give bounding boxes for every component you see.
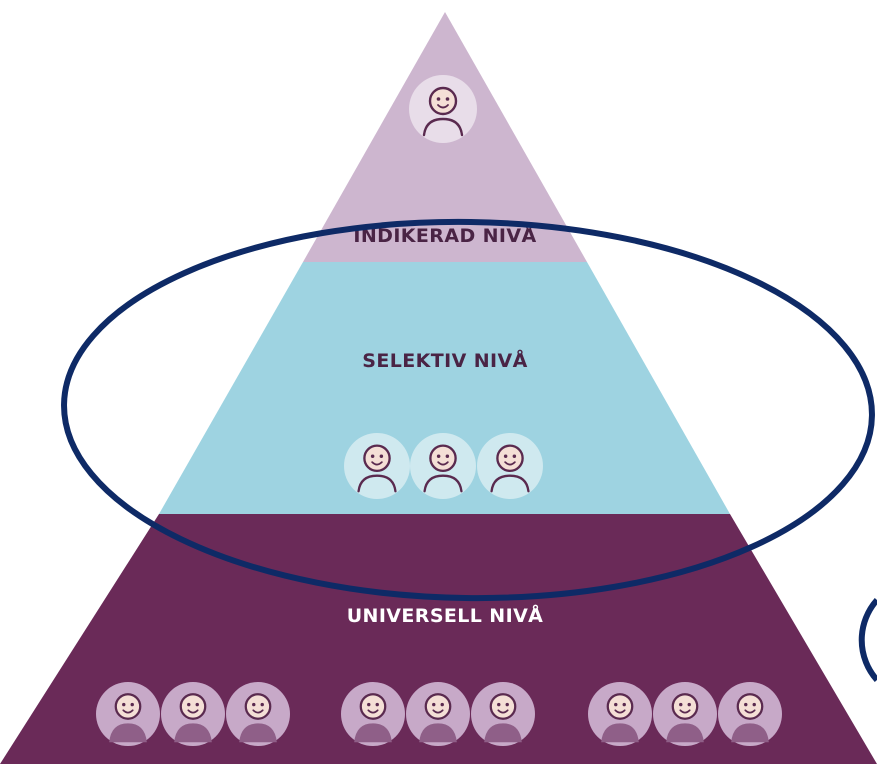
partial-circle-mark — [858, 598, 877, 682]
person-icon — [341, 682, 405, 746]
person-icon — [471, 682, 535, 746]
people-group-selective — [344, 433, 543, 499]
highlight-ellipse — [61, 218, 875, 602]
tier-selective — [159, 262, 730, 514]
person-icon — [653, 682, 717, 746]
person-icon — [344, 433, 410, 499]
person-icon — [406, 682, 470, 746]
person-icon — [96, 682, 160, 746]
person-icon — [718, 682, 782, 746]
people-group-universal — [96, 682, 782, 746]
person-icon — [410, 433, 476, 499]
person-icon — [477, 433, 543, 499]
person-icon — [588, 682, 652, 746]
label-selective-level: SELEKTIV NIVÅ — [362, 348, 527, 372]
label-universal-level: UNIVERSELL NIVÅ — [347, 603, 544, 627]
person-icon — [409, 75, 477, 143]
people-group-indicated — [409, 75, 477, 143]
person-icon — [226, 682, 290, 746]
person-icon — [161, 682, 225, 746]
